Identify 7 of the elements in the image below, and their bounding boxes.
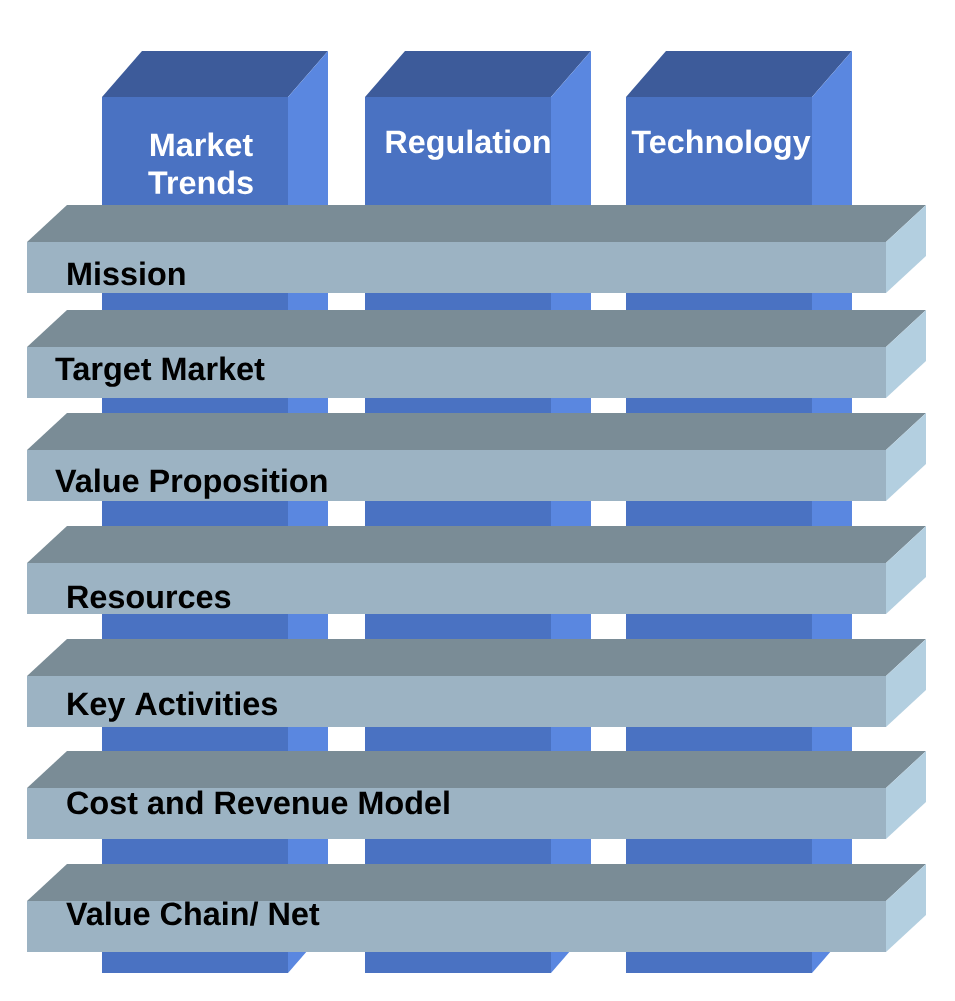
slab-block: Value Chain/ Net bbox=[27, 864, 926, 952]
slab-block: Mission bbox=[27, 205, 926, 293]
slab-block: Cost and Revenue Model bbox=[27, 751, 926, 839]
slab-block: Resources bbox=[27, 526, 926, 614]
slab-block: Value Proposition bbox=[27, 413, 926, 501]
slab-block: Target Market bbox=[27, 310, 926, 398]
slab-block: Key Activities bbox=[27, 639, 926, 727]
